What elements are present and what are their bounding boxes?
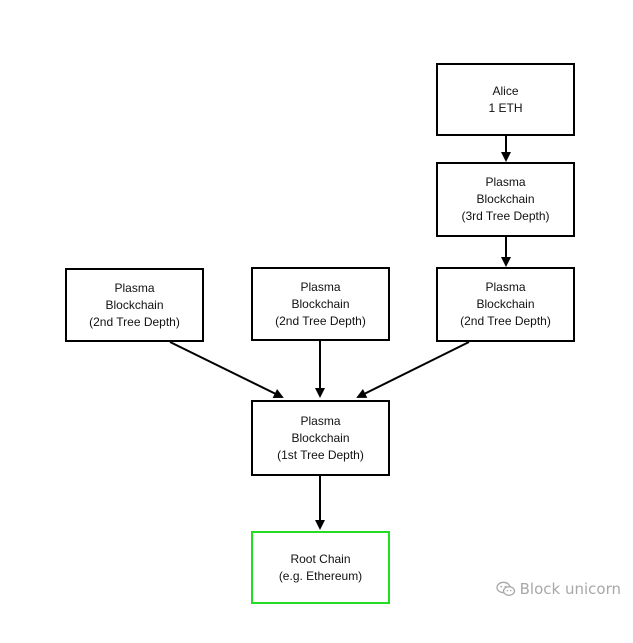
node-depth1: Plasma Blockchain (1st Tree Depth) (251, 400, 390, 476)
node-depth2-left-line1: Plasma (114, 280, 155, 295)
node-depth2-middle-line3: (2nd Tree Depth) (275, 313, 366, 328)
node-depth2-right-line2: Blockchain (476, 297, 535, 311)
arrow-depth2-right-to-depth1 (356, 341, 470, 398)
watermark: Block unicorn (495, 580, 621, 598)
node-depth2-middle-line2: Blockchain (291, 296, 350, 311)
arrow-depth2-left-to-depth1 (169, 341, 284, 398)
node-depth3-line2: Blockchain (476, 192, 535, 206)
node-depth2-left: Plasma Blockchain (2nd Tree Depth) (65, 268, 204, 342)
node-alice-name: Alice (492, 83, 519, 98)
node-depth2-middle: Plasma Blockchain (2nd Tree Depth) (251, 267, 390, 341)
node-depth1-line3: (1st Tree Depth) (277, 447, 364, 462)
node-depth3-line3: (3rd Tree Depth) (461, 209, 550, 223)
node-depth2-right: Plasma Blockchain (2nd Tree Depth) (436, 267, 575, 342)
node-depth2-middle-line1: Plasma (300, 279, 341, 294)
node-root-chain-line2: (e.g. Ethereum) (278, 568, 363, 583)
node-alice: Alice 1 ETH (436, 63, 575, 136)
node-root-chain: Root Chain (e.g. Ethereum) (251, 531, 390, 604)
node-alice-balance: 1 ETH (488, 100, 523, 115)
node-depth2-left-line3: (2nd Tree Depth) (89, 314, 180, 329)
node-depth2-left-line2: Blockchain (105, 297, 164, 312)
watermark-text: Block unicorn (519, 580, 621, 598)
node-depth1-line2: Blockchain (291, 430, 350, 445)
node-depth3: Plasma Blockchain (3rd Tree Depth) (436, 162, 575, 237)
node-depth2-right-line3: (2nd Tree Depth) (460, 314, 551, 328)
node-depth3-line1: Plasma (485, 175, 526, 189)
node-root-chain-line1: Root Chain (290, 551, 351, 566)
node-depth1-line1: Plasma (300, 413, 341, 428)
wechat-icon (495, 581, 515, 596)
node-depth2-right-line1: Plasma (485, 280, 526, 294)
